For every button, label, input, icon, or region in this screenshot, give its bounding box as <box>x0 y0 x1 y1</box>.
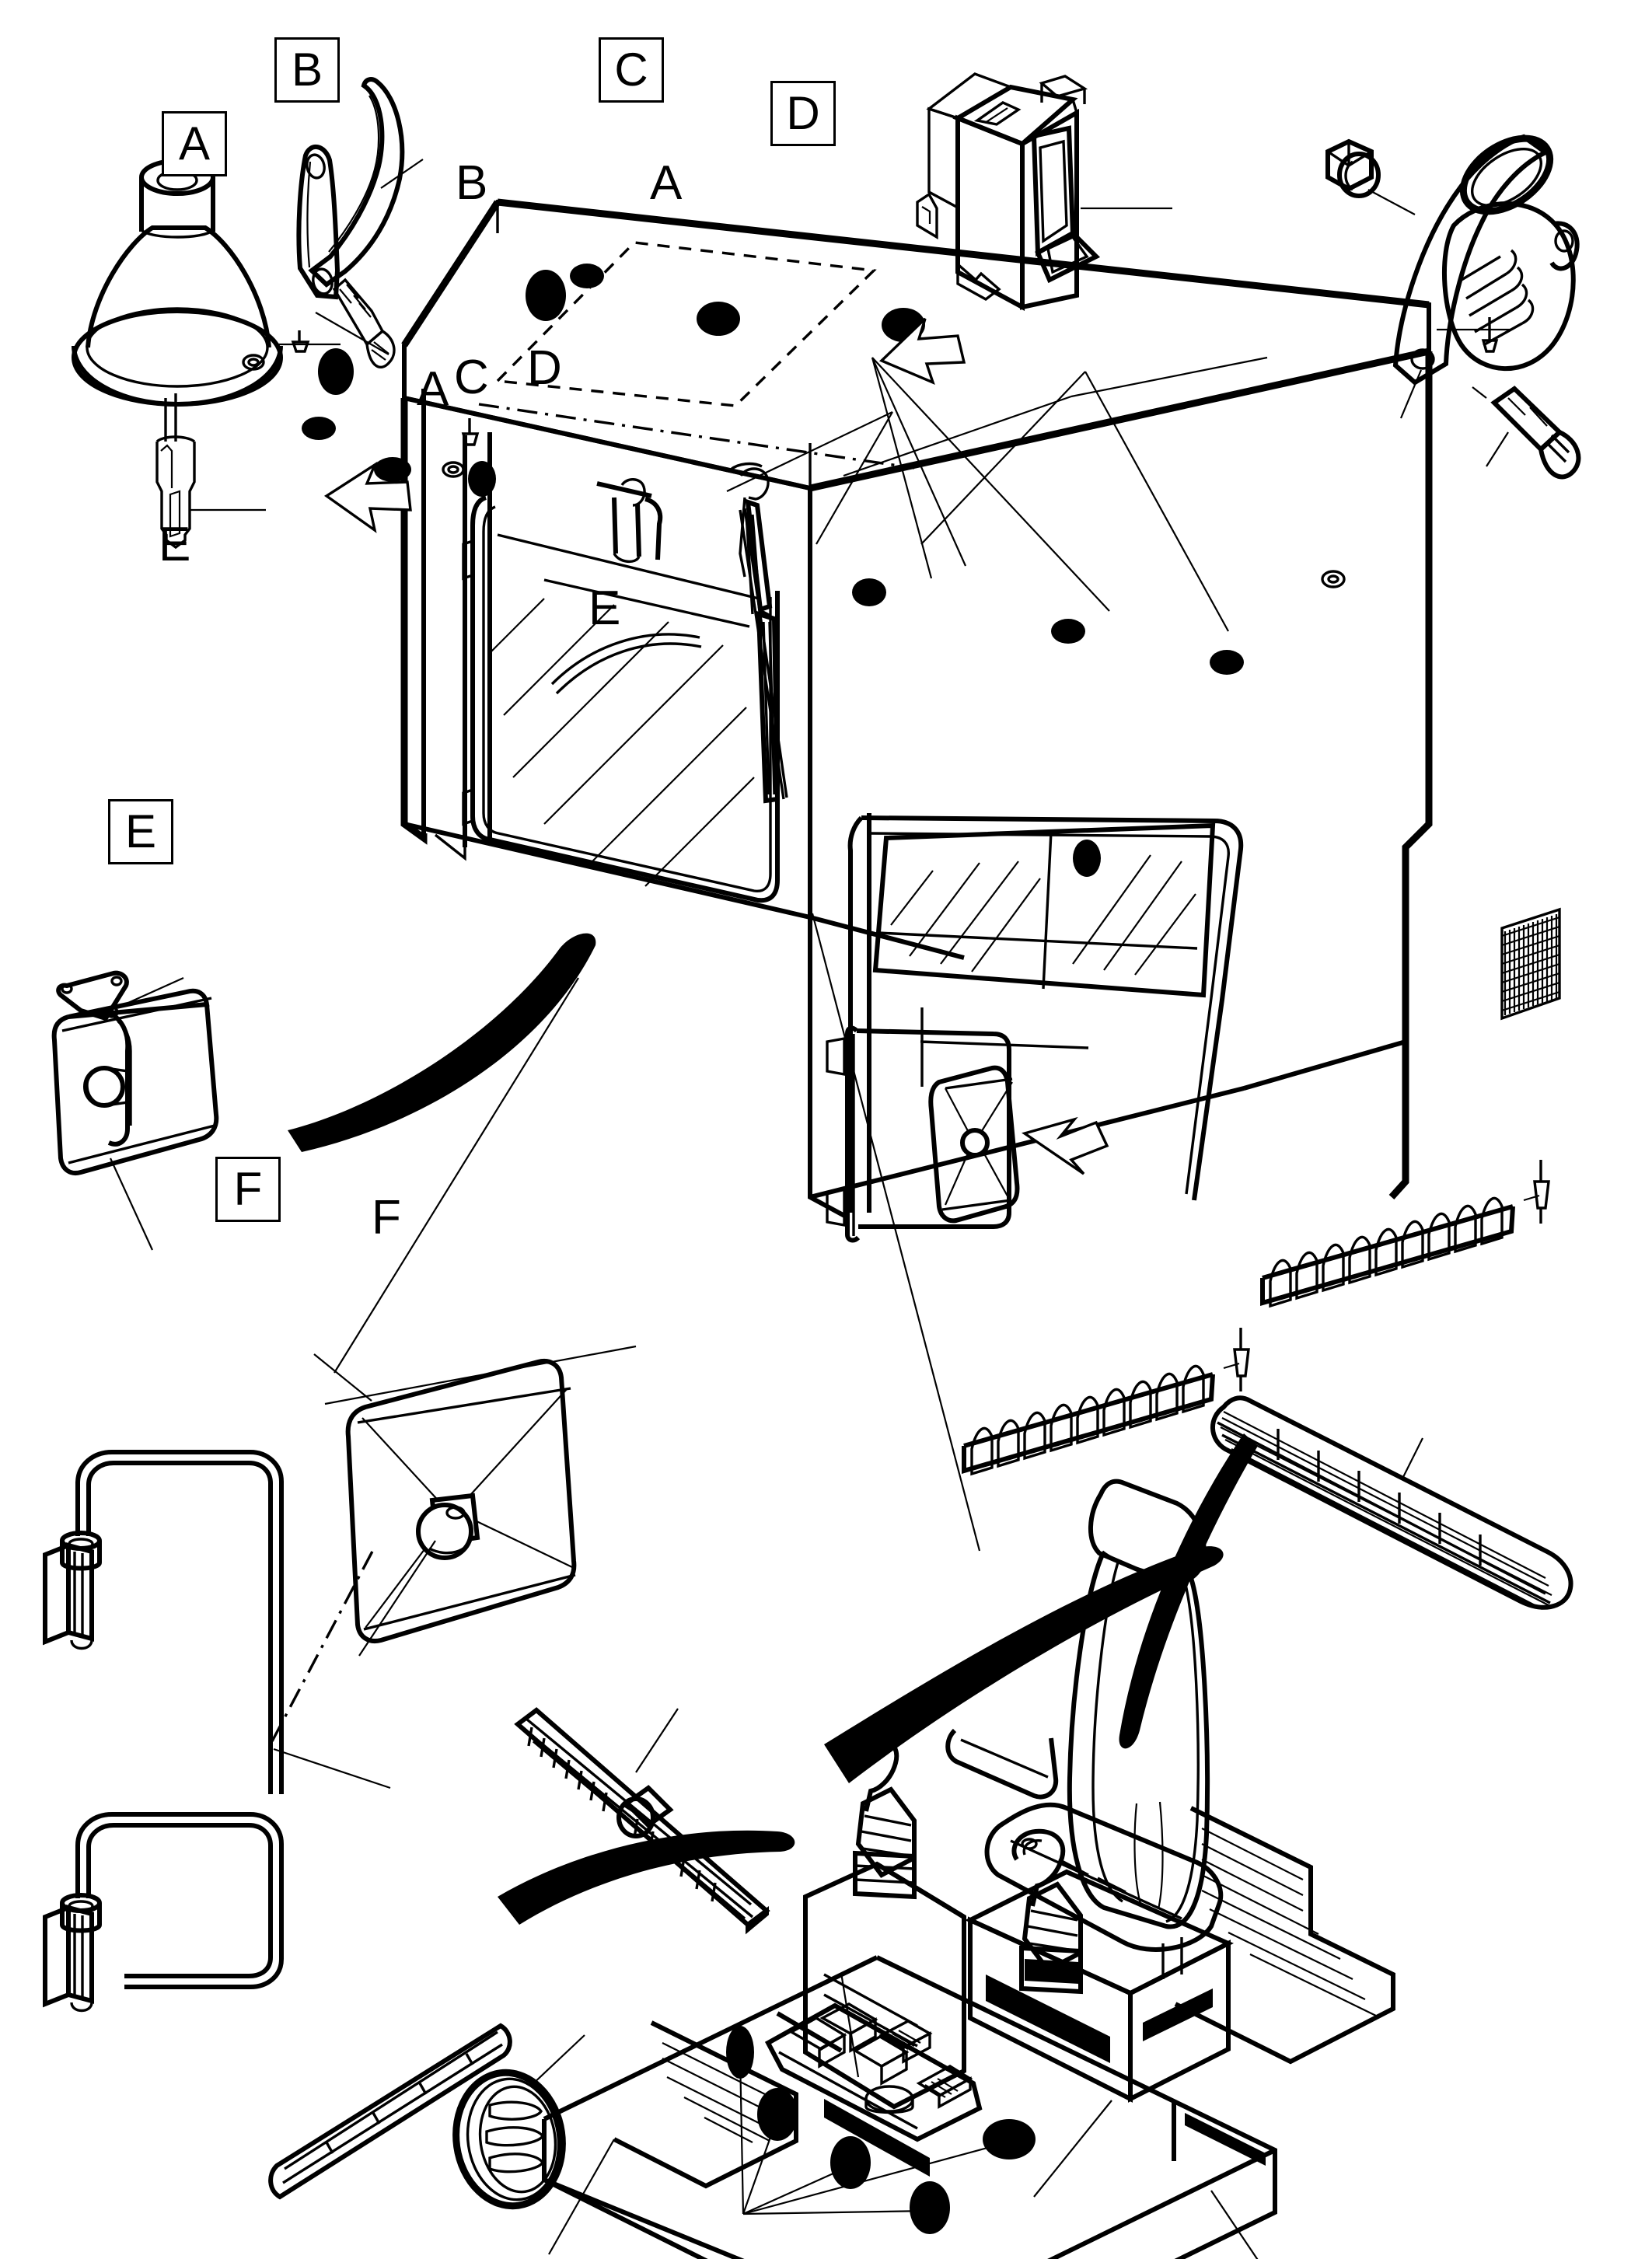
part-a-bulb-drawing <box>155 393 266 550</box>
part-cab-shell-drawing <box>242 198 1561 1552</box>
part-long-vent-drawing <box>1210 1395 1573 1610</box>
boxed-callout-e: E <box>108 799 173 864</box>
roof-grommet <box>442 461 465 478</box>
part-rear-view-mirror-drawing <box>51 970 219 1251</box>
view-arrow-e-left <box>323 461 412 533</box>
callout-b-roof: B <box>456 156 488 210</box>
part-side-mirror-glass-drawing <box>313 1353 577 1657</box>
callout-a-side: A <box>417 362 449 416</box>
boxed-callout-b: B <box>274 37 340 103</box>
strip-latch-knob <box>616 1785 674 1838</box>
part-d-lamp-housing-drawing <box>1392 134 1580 419</box>
part-b-handle-bracket-drawing <box>296 77 424 300</box>
roof-stud <box>1481 317 1499 353</box>
view-arrow-c <box>878 317 966 386</box>
part-mirror-arm-upper <box>43 1450 391 1794</box>
gutter-clip-row-lower <box>962 1328 1250 1476</box>
boxed-callout-c-label: C <box>614 44 648 96</box>
boxed-callout-d: D <box>770 81 836 146</box>
part-side-mirror-right <box>928 1065 1020 1224</box>
callout-e-left: E <box>159 518 191 571</box>
part-round-vent-drawing <box>452 2034 585 2210</box>
mount-hole <box>983 2119 1036 2159</box>
mount-hole <box>318 348 354 395</box>
mount-hole <box>697 302 740 336</box>
boxed-callout-f-label: F <box>233 1163 263 1215</box>
mount-hole <box>526 270 566 321</box>
part-console-panel-drawing <box>764 1972 983 2142</box>
mount-hole <box>757 2088 798 2141</box>
glass-hatch <box>489 598 755 887</box>
boxed-callout-a-label: A <box>178 117 211 169</box>
mat-texture <box>1201 1828 1378 2017</box>
boxed-callout-e-label: E <box>124 805 157 857</box>
boxed-callout-b-label: B <box>291 44 323 96</box>
part-b-screw-drawing <box>332 278 396 368</box>
mount-hole <box>302 417 336 440</box>
mount-hole <box>1073 840 1101 877</box>
boxed-callout-c: C <box>599 37 664 103</box>
part-d-bolt-drawing <box>1486 386 1581 480</box>
callout-a-roof: A <box>650 156 683 210</box>
view-arrow-e-right <box>1022 1116 1109 1175</box>
callout-f-floor: F <box>372 1191 401 1245</box>
wiper-assembly <box>729 462 788 804</box>
callout-e-right: E <box>589 581 621 635</box>
boxed-callout-f: F <box>215 1157 281 1222</box>
side-vent-mesh <box>1500 907 1561 1021</box>
mount-hole <box>1210 650 1244 675</box>
boxed-callout-d-label: D <box>786 87 820 139</box>
mount-hole <box>830 2136 871 2189</box>
part-a-beacon-lamp-drawing <box>72 159 341 407</box>
callout-d-roof: D <box>527 341 562 395</box>
mount-hole <box>1051 619 1085 644</box>
joystick-right <box>1011 1828 1083 1995</box>
mirror-link-line <box>271 1546 376 1742</box>
callout-c-roof: C <box>454 351 489 404</box>
mount-hole <box>852 578 886 606</box>
mount-hole <box>726 2026 754 2079</box>
roof-grommet <box>242 354 265 371</box>
roof-callout-leaders <box>726 356 1268 632</box>
part-floor-mat-drawing <box>542 1806 1395 2259</box>
mount-hole <box>570 264 604 288</box>
flow-arrows <box>288 933 1258 1925</box>
part-d-nut-drawing <box>1325 138 1416 215</box>
part-operator-seat-drawing <box>803 1479 1234 2177</box>
roof-grommet <box>1321 570 1346 588</box>
gutter-clip-row <box>1260 1160 1550 1308</box>
boxed-callout-a: A <box>162 111 227 176</box>
mount-hole <box>910 2181 950 2234</box>
mat-texture <box>662 2042 788 2143</box>
part-handrail-drawing <box>268 2023 512 2200</box>
glass-hatch <box>890 854 1196 976</box>
roof-stud <box>291 330 310 353</box>
part-mirror-arm-lower <box>43 1812 284 2013</box>
joystick-left <box>803 1734 966 2177</box>
